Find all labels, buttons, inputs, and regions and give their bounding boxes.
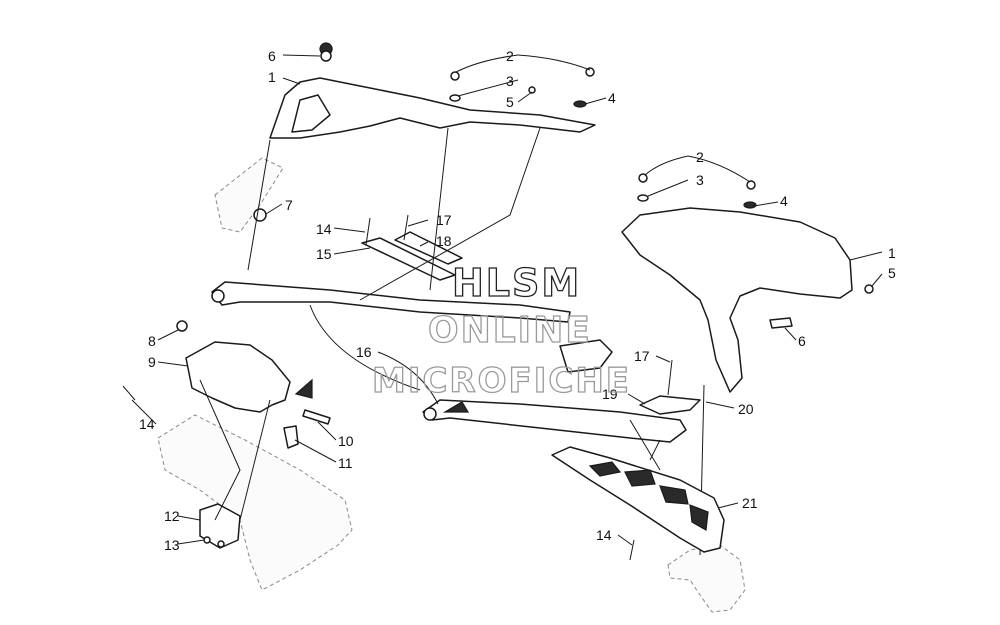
plate-12	[199, 503, 241, 549]
lower-rail-bar	[422, 399, 687, 443]
rail-pivot-left	[211, 289, 225, 303]
washer-3b	[637, 194, 649, 202]
callout-2-top-right: 2	[696, 149, 704, 165]
ghost-frame-right-lower	[667, 544, 746, 613]
callout-11: 11	[338, 455, 353, 471]
callout-20: 20	[738, 401, 754, 417]
ghost-frame-left-upper	[214, 157, 284, 233]
callout-15: 15	[316, 246, 332, 262]
watermark-line-3: MICROFICHE	[372, 361, 631, 401]
bolt-6	[769, 317, 793, 329]
pin-17a	[403, 214, 409, 241]
screw-head-6	[320, 50, 332, 62]
washer-3	[449, 94, 461, 102]
watermark-line-1: HLSM	[452, 261, 581, 305]
bracket-16	[559, 339, 613, 373]
pin-14c	[629, 539, 635, 561]
screw-head-2b	[585, 67, 595, 77]
upper-rail-bar	[211, 281, 571, 323]
footrest-cutouts	[588, 461, 709, 531]
callout-21: 21	[742, 495, 758, 511]
clip-11	[283, 425, 299, 449]
callout-3-top-right: 3	[696, 172, 704, 188]
mount-bracket-9	[185, 341, 291, 413]
pin-14a	[365, 217, 371, 246]
callout-16: 16	[356, 344, 372, 360]
callout-2-top-left: 2	[506, 48, 514, 64]
screw-head-2a	[450, 71, 460, 81]
callout-17-upper: 17	[436, 212, 452, 228]
callout-5-right: 5	[888, 265, 896, 281]
callout-6-top-left: 6	[268, 48, 276, 64]
bolt-10	[302, 409, 331, 425]
callout-4-top-right: 4	[780, 193, 788, 209]
screw-head-2c	[638, 173, 648, 183]
right-side-cover-panel	[621, 207, 853, 393]
mount-bracket-arrow	[294, 378, 313, 399]
bracket-19	[639, 395, 701, 415]
screw-5b	[864, 284, 874, 294]
callout-14-lower: 14	[596, 527, 612, 543]
nut-13a	[203, 536, 211, 544]
callout-14-left: 14	[139, 416, 155, 432]
left-side-cover-panel	[269, 77, 596, 139]
callout-5-top-left: 5	[506, 94, 514, 110]
callout-10: 10	[338, 433, 354, 449]
callout-19: 19	[602, 386, 618, 402]
nut-13b	[217, 540, 225, 548]
callout-13: 13	[164, 537, 180, 553]
washer-4	[573, 100, 587, 108]
pin-17b	[667, 359, 673, 396]
callout-1-top-left: 1	[268, 69, 276, 85]
screw-head-2d	[746, 180, 756, 190]
callout-6-right: 6	[798, 333, 806, 349]
callout-14-upper: 14	[316, 221, 332, 237]
callout-4-top-left: 4	[608, 90, 616, 106]
callout-12: 12	[164, 508, 180, 524]
leader-lines	[131, 54, 883, 546]
callout-3-top-left: 3	[506, 73, 514, 89]
lower-rail-arrow	[442, 401, 470, 413]
callout-7: 7	[285, 197, 293, 213]
callout-18: 18	[436, 233, 452, 249]
callout-9: 9	[148, 354, 156, 370]
footrest-21	[551, 446, 725, 553]
rail-pivot-right	[423, 407, 437, 421]
ghost-frame-left-lower	[157, 414, 353, 591]
callout-17-lower: 17	[634, 348, 650, 364]
callout-1-top-right: 1	[888, 245, 896, 261]
nut-7	[253, 208, 267, 222]
bolt-8	[176, 320, 188, 332]
pin-14b	[122, 385, 136, 401]
assembly-guide-lines	[199, 127, 661, 521]
callout-8: 8	[148, 333, 156, 349]
screw-5	[528, 86, 536, 94]
bracket-15	[361, 237, 456, 281]
left-side-cover-flap	[291, 94, 331, 133]
washer-4b	[743, 201, 757, 209]
watermark-line-2: ONLINE	[428, 310, 592, 351]
